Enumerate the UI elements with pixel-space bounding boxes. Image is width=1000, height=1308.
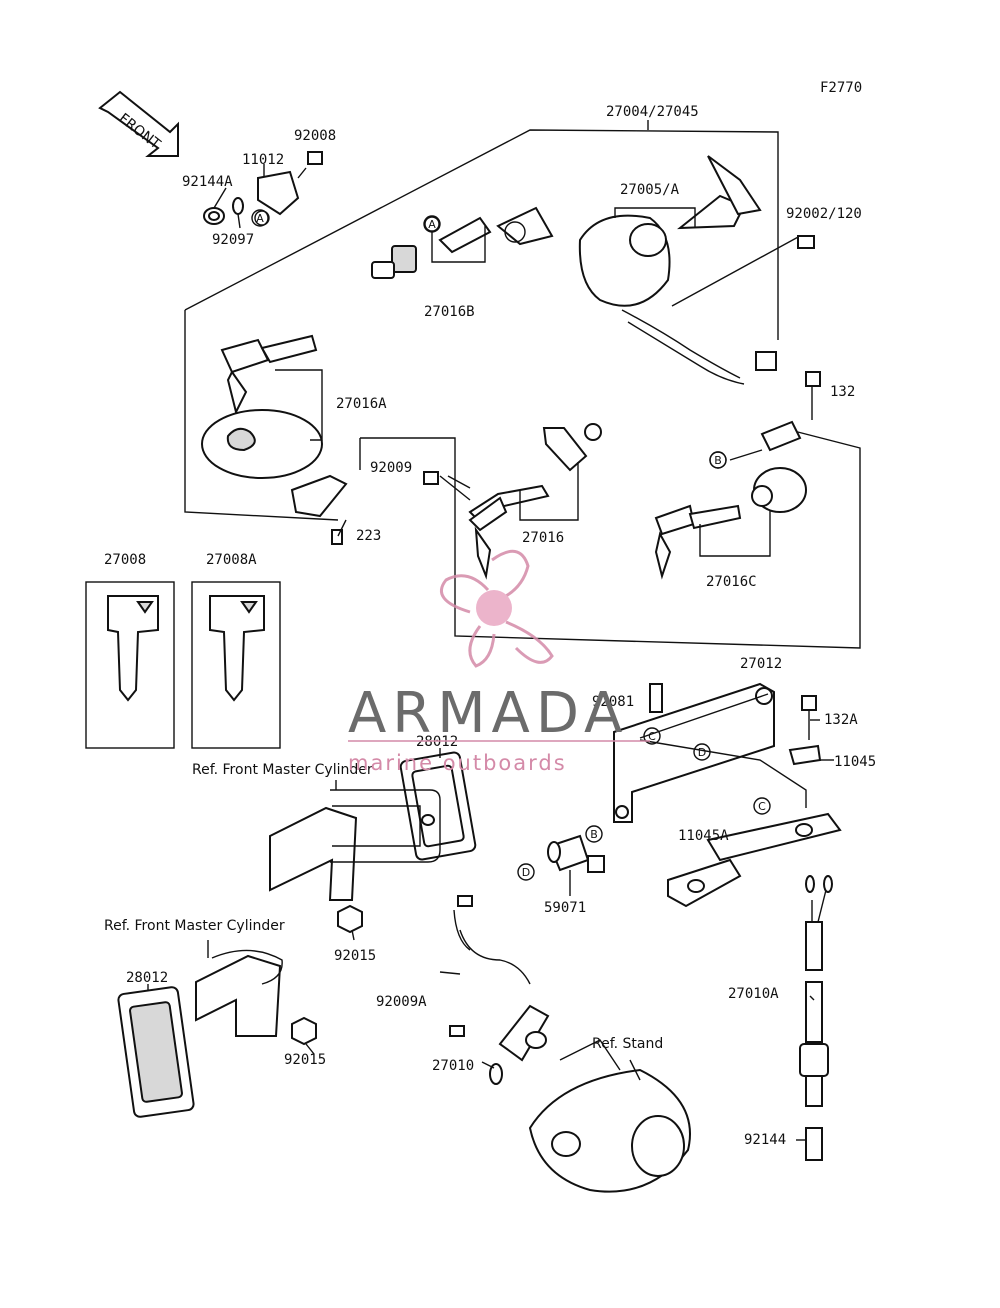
part-label-27016C: 27016C	[706, 574, 757, 590]
part-label-11045A: 11045A	[678, 828, 729, 844]
part-label-92015-lower: 92015	[284, 1052, 326, 1068]
part-label-132: 132	[830, 384, 855, 400]
svg-text:D: D	[522, 866, 530, 879]
callout-B2: B	[585, 825, 603, 843]
watermark-tagline: marine outboards	[348, 751, 567, 775]
watermark: ARMADA marine outboards	[348, 549, 650, 775]
svg-text:C: C	[648, 730, 656, 743]
stand-switch-27010	[449, 895, 691, 1193]
part-label-27004: 27004/27045	[606, 104, 699, 120]
svg-text:B: B	[714, 454, 722, 467]
svg-text:C: C	[758, 800, 766, 813]
svg-text:B: B	[590, 828, 598, 841]
part-label-27005: 27005/A	[620, 182, 680, 198]
callout-A1: A	[251, 209, 269, 227]
part-label-27016B: 27016B	[424, 304, 475, 320]
part-label-27012: 27012	[740, 656, 782, 672]
ref-stand: Ref. Stand	[592, 1036, 663, 1052]
leader-lines	[147, 164, 834, 1141]
helmet-lock-27016C	[654, 371, 821, 580]
reflector-28012-lower	[117, 949, 317, 1118]
key-blank-27008A	[191, 581, 281, 749]
part-label-92015-upper: 92015	[334, 948, 376, 964]
part-label-223: 223	[356, 528, 381, 544]
part-label-28012-upper: 28012	[416, 734, 458, 750]
part-label-27016: 27016	[522, 530, 564, 546]
propeller-logo-icon	[440, 549, 554, 668]
callout-B1: B	[709, 451, 727, 469]
part-label-92097: 92097	[212, 232, 254, 248]
part-label-11045: 11045	[834, 754, 876, 770]
watermark-brand: ARMADA	[348, 681, 628, 746]
part-label-132A: 132A	[824, 712, 858, 728]
part-label-92144A: 92144A	[182, 174, 233, 190]
part-label-92008: 92008	[294, 128, 336, 144]
figure-code: F2770	[820, 80, 862, 96]
part-label-27008A: 27008A	[206, 552, 257, 568]
part-label-27008: 27008	[104, 552, 146, 568]
ref-front-master-cylinder-upper: Ref. Front Master Cylinder	[192, 762, 373, 778]
part-label-27016A: 27016A	[336, 396, 387, 412]
part-label-92144: 92144	[744, 1132, 786, 1148]
part-label-92009: 92009	[370, 460, 412, 476]
key-set-enclosure	[184, 120, 861, 649]
callout-A2: A	[423, 215, 441, 233]
front-arrow-icon: FRONT	[98, 90, 179, 157]
neutral-switch-27010A	[799, 875, 833, 1161]
fuel-cap-27016A	[201, 334, 348, 545]
key-blank-27008	[85, 581, 175, 749]
part-label-27010: 27010	[432, 1058, 474, 1074]
callout-D2: D	[517, 863, 535, 881]
seat-lock-27016	[423, 423, 602, 580]
part-label-92002: 92002/120	[786, 206, 862, 222]
callout-D1: D	[693, 743, 711, 761]
switch-59071	[547, 834, 605, 873]
svg-text:A: A	[428, 218, 436, 231]
part-label-59071: 59071	[544, 900, 586, 916]
bracket-27012	[613, 682, 842, 908]
reflector-28012-upper	[269, 751, 477, 934]
part-label-28012-lower: 28012	[126, 970, 168, 986]
callout-C2: C	[753, 797, 771, 815]
part-label-92081: 92081	[592, 694, 634, 710]
callout-C1: C	[643, 727, 661, 745]
lock-cylinder-27016B	[371, 206, 554, 279]
part-label-11012: 11012	[242, 152, 284, 168]
svg-text:D: D	[698, 746, 706, 759]
ignition-switch-27005	[578, 155, 815, 385]
part-label-27010A: 27010A	[728, 986, 779, 1002]
ref-front-master-cylinder-lower: Ref. Front Master Cylinder	[104, 918, 285, 934]
svg-text:A: A	[256, 212, 264, 225]
part-label-92009A: 92009A	[376, 994, 427, 1010]
